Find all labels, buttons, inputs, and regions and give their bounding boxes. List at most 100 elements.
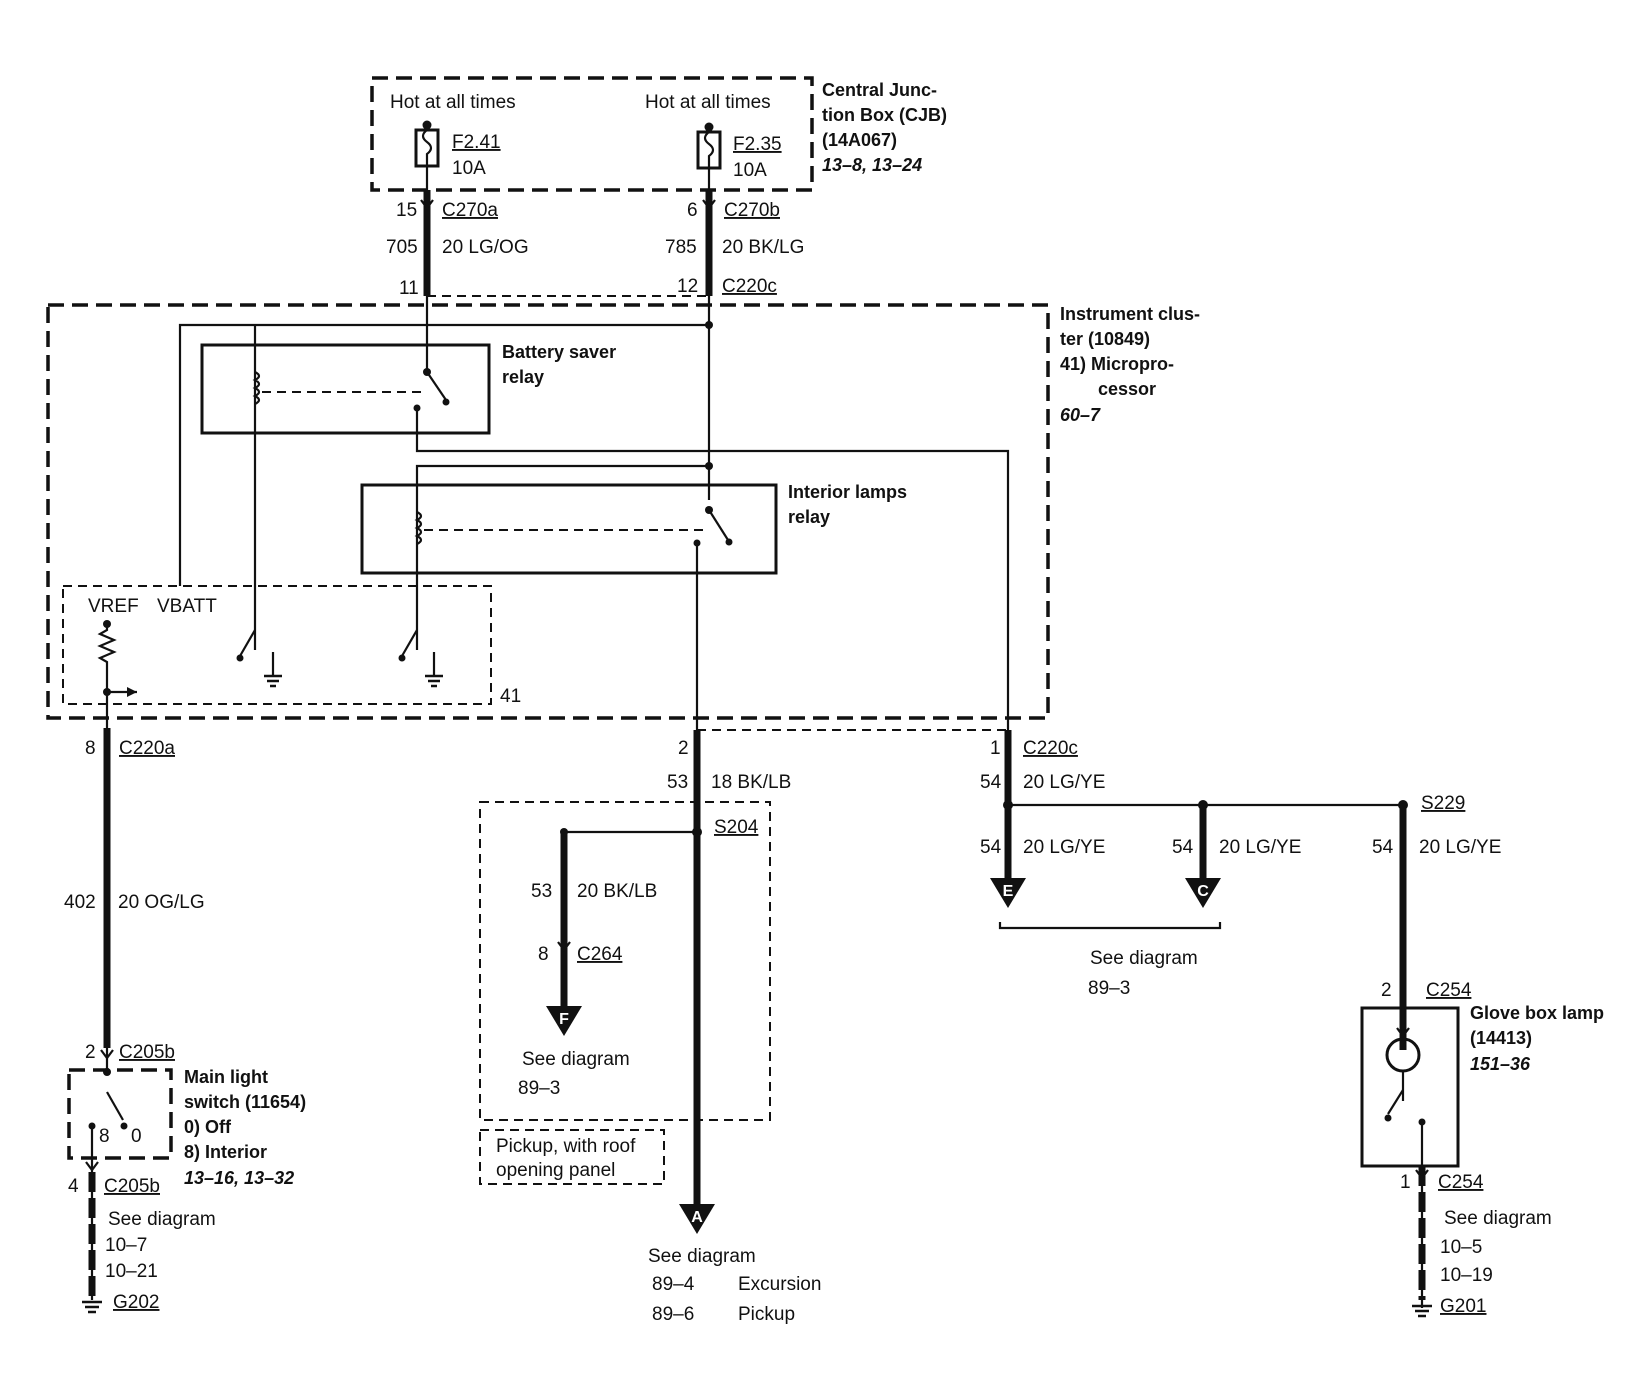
- right-see: See diagram: [1090, 948, 1198, 969]
- circuit-402: 402: [64, 892, 96, 913]
- switch-title-4: 8) Interior: [184, 1142, 267, 1162]
- arrow-c-icon: [1185, 878, 1221, 908]
- glove-pin-1: 1: [1400, 1172, 1411, 1193]
- g-circuit: 54: [1372, 837, 1394, 858]
- fuse-right-name: F2.35: [733, 134, 782, 155]
- mid-see: See diagram: [648, 1246, 756, 1267]
- battery-relay-contact-icon: [426, 371, 447, 401]
- conn-c270b: C270b: [724, 200, 780, 221]
- color-53: 18 BK/LB: [711, 772, 791, 793]
- mid-ref-1-label: Excursion: [738, 1274, 821, 1295]
- conn-c205b-bottom: C205b: [104, 1176, 160, 1197]
- circuit-53: 53: [667, 772, 688, 793]
- ground-b-icon: [425, 674, 443, 688]
- conn-c205b-top: C205b: [119, 1042, 175, 1063]
- arrow-a-label: A: [691, 1209, 703, 1226]
- arrow-c-label: C: [1197, 883, 1209, 900]
- conn-c254-top: C254: [1426, 980, 1472, 1001]
- conn-c220c-right: C220c: [1023, 738, 1078, 759]
- switch-title-2: switch (11654): [184, 1092, 306, 1112]
- conn-c264: C264: [577, 944, 623, 965]
- pin-15: 15: [396, 200, 417, 221]
- interior-relay-coil-icon: [414, 511, 423, 545]
- color-705: 20 LG/OG: [442, 237, 529, 258]
- conn-c254-bottom: C254: [1438, 1172, 1484, 1193]
- c-color: 20 LG/YE: [1219, 837, 1301, 858]
- cluster-title-1: Instrument clus-: [1060, 304, 1200, 324]
- fuse-left-name: F2.41: [452, 132, 501, 153]
- cjb-title-2: tion Box (CJB): [822, 105, 947, 125]
- conn-c220a: C220a: [119, 738, 175, 759]
- glove-box-lamp-box: [1360, 1006, 1460, 1168]
- battery-relay-label-1: Battery saver: [502, 342, 616, 362]
- ground-g202-icon: [82, 1300, 102, 1314]
- lamp-title-1: Glove box lamp: [1470, 1003, 1604, 1023]
- switch-title-3: 0) Off: [184, 1117, 232, 1137]
- see-diagram-bracket: [998, 922, 1222, 930]
- right-ref2-1: 10–5: [1440, 1237, 1482, 1258]
- interior-relay-label-2: relay: [788, 507, 830, 527]
- cluster-title-4: cessor: [1098, 379, 1156, 399]
- left-pin-4: 4: [68, 1176, 79, 1197]
- ground-a-icon: [264, 674, 282, 688]
- cjb-title-1: Central Junc-: [822, 80, 937, 100]
- switch-title-1: Main light: [184, 1067, 268, 1087]
- sub-pin-8: 8: [538, 944, 549, 965]
- right-pin-1: 1: [990, 738, 1001, 759]
- hot-label-right: Hot at all times: [645, 92, 771, 113]
- pin-6: 6: [687, 200, 698, 221]
- switch-b-icon: [401, 629, 418, 657]
- switch-a-icon: [239, 629, 256, 657]
- e-color: 20 LG/YE: [1023, 837, 1105, 858]
- color-54: 20 LG/YE: [1023, 772, 1105, 793]
- mid-ref-1: 89–4: [652, 1274, 695, 1295]
- glove-box-switch-icon: [1387, 1089, 1404, 1115]
- g-color: 20 LG/YE: [1419, 837, 1501, 858]
- cjb-box: [370, 76, 814, 192]
- e-circuit: 54: [980, 837, 1002, 858]
- ground-g202: G202: [113, 1292, 159, 1313]
- color-402: 20 OG/LG: [118, 892, 205, 913]
- c-circuit: 54: [1172, 837, 1194, 858]
- mid-pin-2: 2: [678, 738, 689, 759]
- ground-g201-icon: [1412, 1304, 1432, 1318]
- circuit-785: 785: [665, 237, 697, 258]
- left-ref-2: 10–21: [105, 1261, 158, 1282]
- interior-relay-contact-icon: [708, 509, 729, 541]
- mid-ref-2: 89–6: [652, 1304, 694, 1325]
- conn-c270a: C270a: [442, 200, 498, 221]
- cluster-title-2: ter (10849): [1060, 329, 1150, 349]
- main-light-switch-icon: [106, 1091, 124, 1121]
- fuse-left-icon: [414, 120, 440, 190]
- sub-see: See diagram: [522, 1049, 630, 1070]
- pickup-note-box: [479, 1129, 665, 1185]
- mid-ref-2-label: Pickup: [738, 1304, 795, 1325]
- right-see-2: See diagram: [1444, 1208, 1552, 1229]
- battery-saver-relay: [200, 343, 491, 435]
- sub-color-53: 20 BK/LB: [577, 881, 657, 902]
- sub-circuit-53: 53: [531, 881, 552, 902]
- cluster-title-3: 41) Micropro-: [1060, 354, 1174, 374]
- arrow-e-label: E: [1003, 883, 1014, 900]
- cluster-ref: 60–7: [1060, 405, 1101, 425]
- pin-11: 11: [399, 278, 419, 299]
- left-pin-8: 8: [85, 738, 96, 759]
- fuse-right-icon: [696, 122, 722, 190]
- cjb-title-3: (14A067): [822, 130, 897, 150]
- cjb-ref: 13–8, 13–24: [822, 155, 922, 175]
- right-ref2-2: 10–19: [1440, 1265, 1493, 1286]
- arrow-f-label: F: [559, 1011, 569, 1028]
- sub-ref: 89–3: [518, 1078, 560, 1099]
- splice-s229: S229: [1421, 793, 1465, 814]
- ground-g201: G201: [1440, 1296, 1486, 1317]
- roof-panel-box: [479, 801, 771, 1121]
- lamp-title-2: (14413): [1470, 1028, 1532, 1048]
- pickup-note-1: Pickup, with roof: [496, 1136, 636, 1157]
- vref-resistor-icon: [97, 624, 117, 692]
- left-pin-2: 2: [85, 1042, 96, 1063]
- splice-s204: S204: [714, 817, 759, 838]
- left-see: See diagram: [108, 1209, 216, 1230]
- main-light-switch-box: [67, 1068, 173, 1160]
